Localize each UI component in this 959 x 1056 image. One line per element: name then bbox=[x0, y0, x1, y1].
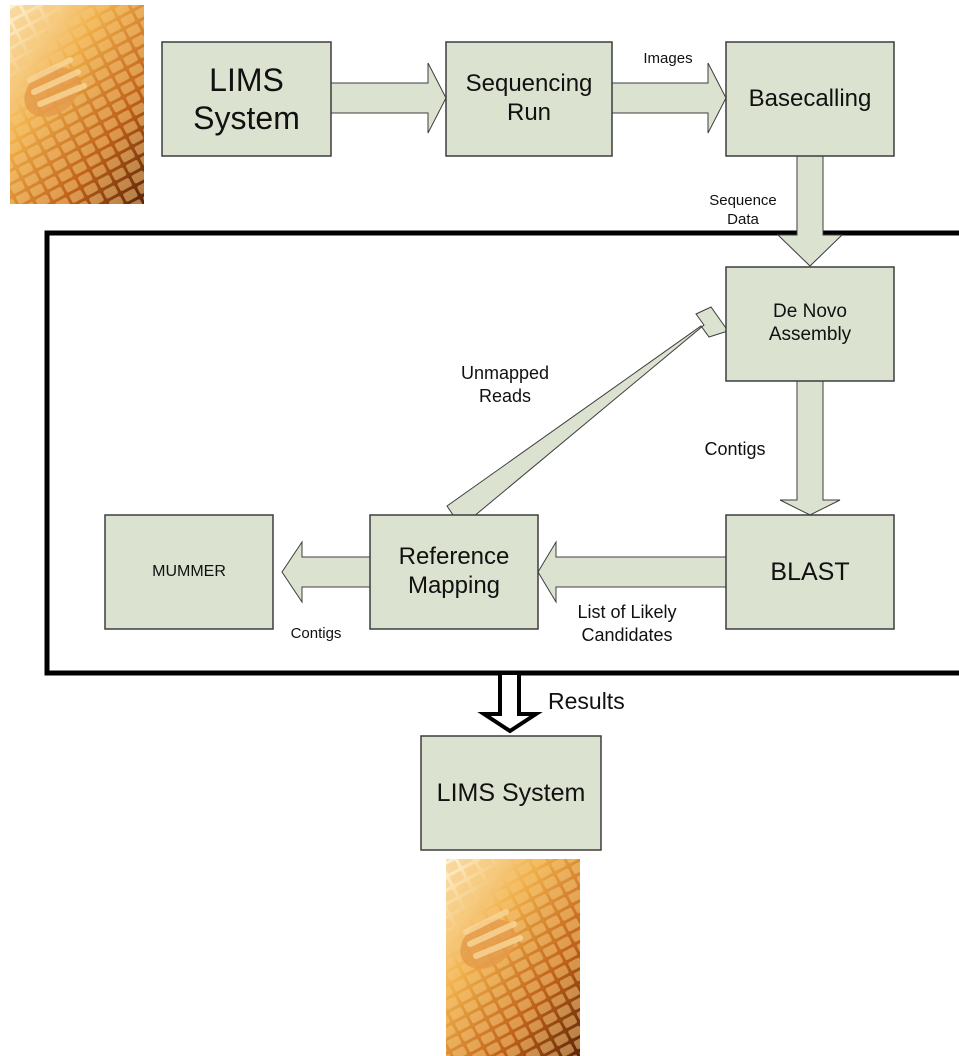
arrow-basecalling-to-denovo bbox=[776, 154, 844, 267]
box-basecalling bbox=[725, 41, 895, 157]
arrow-denovo-to-blast bbox=[779, 379, 841, 516]
label-blast: BLAST bbox=[770, 558, 850, 586]
box-mummer bbox=[104, 514, 274, 630]
edge-label-unmapped-reads: Unmapped Reads bbox=[460, 363, 550, 406]
arrow-blast-to-reference bbox=[537, 540, 727, 604]
label-lims-bottom: LIMS System bbox=[436, 779, 586, 807]
edge-label-sequence-data: Sequence Data bbox=[709, 192, 777, 228]
edge-label-likely-candidates: List of Likely Candidates bbox=[577, 602, 677, 645]
box-sequencing-run bbox=[445, 41, 613, 157]
arrow-results bbox=[477, 671, 543, 734]
keyboard-photo-bottom bbox=[446, 859, 580, 1056]
label-basecalling: Basecalling bbox=[748, 84, 872, 112]
label-lims-top: LIMS System bbox=[193, 61, 300, 136]
arrow-sequencing-to-basecalling bbox=[611, 62, 727, 134]
label-sequencing-run: Sequencing Run bbox=[465, 70, 593, 126]
arrow-reference-to-denovo bbox=[446, 306, 729, 528]
edge-label-contigs-right: Contigs bbox=[704, 439, 766, 459]
arrow-reference-to-mummer bbox=[281, 540, 371, 604]
label-de-novo: De Novo Assembly bbox=[768, 301, 852, 345]
label-mummer: MUMMER bbox=[152, 563, 226, 581]
keyboard-photo-top bbox=[10, 5, 144, 204]
box-blast bbox=[725, 514, 895, 630]
edge-label-contigs-left: Contigs bbox=[290, 625, 342, 642]
edge-label-images: Images bbox=[643, 50, 693, 67]
box-lims-top bbox=[161, 41, 332, 157]
arrow-lims-to-sequencing bbox=[330, 62, 447, 134]
label-reference-mapping: Reference Mapping bbox=[398, 543, 510, 599]
box-lims-bottom bbox=[420, 735, 602, 851]
edge-label-results: Results bbox=[548, 688, 625, 714]
box-reference-mapping bbox=[369, 514, 539, 630]
box-de-novo bbox=[725, 266, 895, 382]
